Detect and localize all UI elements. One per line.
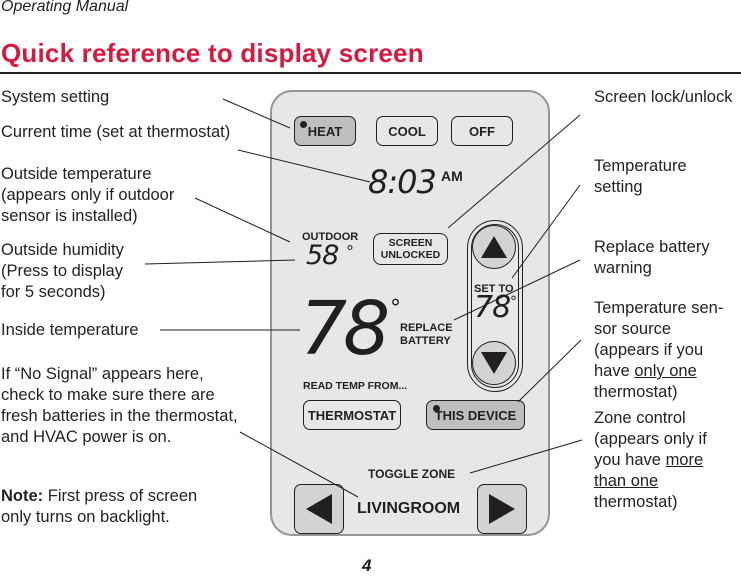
selected-indicator-dot	[433, 405, 440, 412]
callout-line: warning	[594, 259, 652, 277]
note-text: only turns on backlight.	[1, 508, 170, 526]
callout-line: Replace battery	[594, 238, 710, 256]
right-arrow-icon	[489, 494, 515, 524]
callout-line: (appears if you	[594, 341, 704, 359]
left-arrow-icon	[306, 494, 332, 524]
outdoor-label: OUTDOOR	[302, 231, 359, 243]
callout-line: Temperature	[594, 157, 687, 175]
callout-outside-humidity: Outside humidity (Press to display for 5…	[1, 240, 124, 303]
note: Note: First press of screen only turns o…	[1, 486, 197, 528]
callout-line: have	[594, 362, 635, 380]
callout-inside-temp: Inside temperature	[1, 321, 139, 339]
time-ampm: AM	[441, 168, 463, 184]
callout-line: Outside temperature	[1, 165, 152, 183]
callout-line: If “No Signal” appears here,	[1, 365, 204, 383]
note-text: First press of screen	[43, 487, 198, 505]
this-device-label: THIS DEVICE	[434, 407, 517, 423]
temp-up-button[interactable]	[472, 225, 516, 269]
callout-system-setting: System setting	[1, 88, 110, 106]
zone-prev-button[interactable]	[294, 484, 344, 534]
callout-line: (appears only if	[594, 430, 707, 448]
screen-lock-label: UNLOCKED	[380, 249, 441, 261]
heat-button[interactable]: HEAT	[294, 116, 356, 146]
page-number: 4	[362, 556, 372, 575]
thermostat-source-label: THERMOSTAT	[307, 407, 397, 423]
callout-temp-setting: Temperature setting	[594, 156, 687, 198]
callout-no-signal: If “No Signal” appears here, check to ma…	[1, 364, 238, 448]
callout-line: setting	[594, 178, 643, 196]
callout-sensor-source: Temperature sen- sor source (appears if …	[594, 298, 723, 403]
callout-line: Outside humidity	[1, 241, 124, 259]
cool-label: COOL	[388, 123, 426, 139]
callout-line: thermostat)	[594, 383, 678, 401]
callout-line: (appears only if outdoor	[1, 186, 175, 204]
callout-current-time: Current time (set at thermostat)	[1, 123, 231, 141]
callout-emphasis: more	[665, 451, 704, 469]
screen-lock-label: SCREEN	[388, 237, 433, 249]
off-label: OFF	[469, 123, 495, 139]
thermostat-source-button[interactable]: THERMOSTAT	[303, 400, 401, 430]
off-button[interactable]: OFF	[451, 116, 513, 146]
callout-line: for 5 seconds)	[1, 283, 106, 301]
inside-degree: °	[390, 296, 401, 321]
this-device-source-button[interactable]: THIS DEVICE	[426, 400, 525, 430]
up-arrow-icon	[481, 236, 507, 258]
callout-line: and HVAC power is on.	[1, 428, 172, 446]
page-title: Quick reference to display screen	[1, 38, 424, 68]
callout-line: sor source	[594, 320, 672, 338]
heat-label: HEAT	[307, 123, 343, 139]
note-label: Note:	[1, 487, 44, 505]
temp-down-button[interactable]	[472, 341, 516, 385]
callout-screen-lock: Screen lock/unlock	[594, 88, 733, 106]
callout-outside-temp: Outside temperature (appears only if out…	[1, 164, 174, 227]
thermostat-display: HEAT COOL OFF 8:03 AM OUTDOOR 58 ° SCREE…	[270, 90, 550, 536]
read-temp-from-label: READ TEMP FROM...	[303, 380, 408, 392]
callout-replace-battery: Replace battery warning	[594, 237, 710, 279]
screen-lock-button[interactable]: SCREEN UNLOCKED	[373, 233, 448, 265]
toggle-zone-label: TOGGLE ZONE	[368, 467, 456, 481]
outdoor-temp-button[interactable]: 58 °	[302, 242, 362, 274]
callout-line: (Press to display	[1, 262, 123, 280]
zone-name: LIVINGROOM	[357, 500, 461, 517]
manual-name: Operating Manual	[1, 0, 129, 15]
callout-line: sensor is installed)	[1, 207, 138, 225]
replace-battery-line: REPLACE	[400, 322, 453, 334]
setpoint-inner-border	[471, 224, 519, 388]
set-to-label: SET TO	[474, 283, 514, 295]
callout-line: you have	[594, 451, 666, 469]
current-time: 8:03	[368, 163, 437, 201]
set-degree: °	[510, 294, 517, 310]
callout-emphasis: only one	[634, 362, 697, 380]
zone-next-button[interactable]	[477, 484, 527, 534]
cool-button[interactable]: COOL	[376, 116, 438, 146]
callout-line: thermostat)	[594, 493, 678, 511]
callout-zone-control: Zone control (appears only if you have m…	[594, 408, 707, 513]
callout-line: Temperature sen-	[594, 299, 724, 317]
replace-battery-warning: REPLACE BATTERY	[400, 322, 453, 348]
setpoint-control: SET TO 78 °	[467, 220, 523, 392]
callout-line: fresh batteries in the thermostat,	[1, 407, 238, 425]
replace-battery-line: BATTERY	[400, 335, 451, 347]
title-divider	[0, 72, 741, 74]
callout-line: Zone control	[594, 409, 686, 427]
callout-emphasis: than one	[594, 472, 659, 490]
outdoor-degree: °	[346, 242, 354, 261]
outdoor-temp: 58	[306, 240, 339, 271]
callout-line: check to make sure there are	[1, 386, 215, 404]
selected-indicator-dot	[300, 121, 307, 128]
down-arrow-icon	[481, 352, 507, 374]
inside-temp: 78	[300, 286, 390, 372]
